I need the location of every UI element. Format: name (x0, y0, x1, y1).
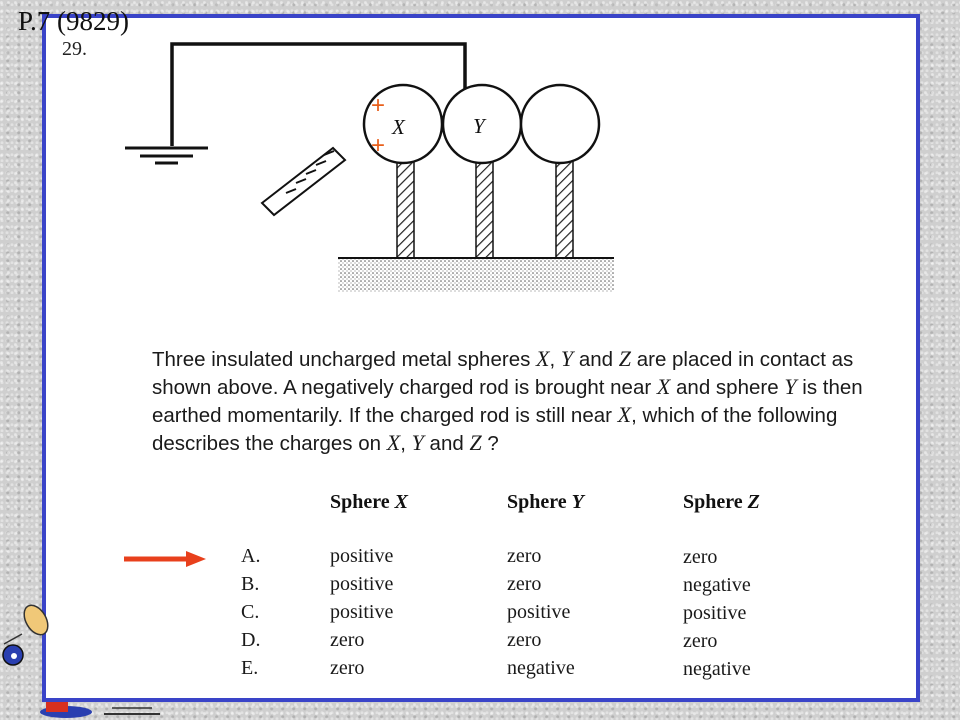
option-a-sphere-z: zero (683, 546, 718, 568)
sphere-x-label: X (391, 115, 406, 139)
option-b-sphere-z: negative (683, 574, 751, 596)
option-d-sphere-x: zero (330, 629, 365, 651)
cartoon-figure-icon (2, 604, 160, 718)
stand-y (475, 157, 494, 259)
option-a-sphere-x: positive (330, 545, 394, 567)
option-d-label[interactable]: D. (241, 629, 261, 651)
charged-rod (260, 146, 347, 217)
earth-wire (170, 42, 467, 146)
sphere-z (519, 83, 601, 165)
slide-title: P.7 (9829) (18, 6, 130, 36)
stand-z (555, 157, 574, 259)
option-c-sphere-y: positive (507, 601, 571, 623)
option-e-label[interactable]: E. (241, 657, 259, 679)
option-b-sphere-x: positive (330, 573, 394, 595)
option-d-sphere-y: zero (507, 629, 542, 651)
option-b-label[interactable]: B. (241, 573, 260, 595)
option-d-sphere-z: zero (683, 630, 718, 652)
rod-negative-charges (285, 150, 335, 194)
header-sphere-x: Sphere X (330, 491, 408, 513)
question-text: Three insulated uncharged metal spheres … (152, 346, 863, 455)
insulating-base (338, 258, 614, 292)
option-c-sphere-x: positive (330, 601, 394, 623)
option-e-sphere-x: zero (330, 657, 365, 679)
option-b-sphere-y: zero (507, 573, 542, 595)
plus-charge-bottom: + (371, 132, 385, 159)
ground-symbol-icon (125, 146, 208, 165)
option-e-sphere-z: negative (683, 658, 751, 680)
header-sphere-y: Sphere Y (507, 491, 584, 513)
header-sphere-z: Sphere Z (683, 491, 760, 513)
plus-charge-top: + (371, 92, 385, 119)
option-e-sphere-y: negative (507, 657, 575, 679)
stand-x (396, 157, 415, 259)
sphere-y-label: Y (473, 114, 487, 138)
arrow-right-icon (124, 551, 206, 567)
question-number: 29. (62, 38, 87, 60)
option-a-label[interactable]: A. (241, 545, 261, 567)
option-a-sphere-y: zero (507, 545, 542, 567)
option-c-label[interactable]: C. (241, 601, 260, 623)
option-c-sphere-z: positive (683, 602, 747, 624)
